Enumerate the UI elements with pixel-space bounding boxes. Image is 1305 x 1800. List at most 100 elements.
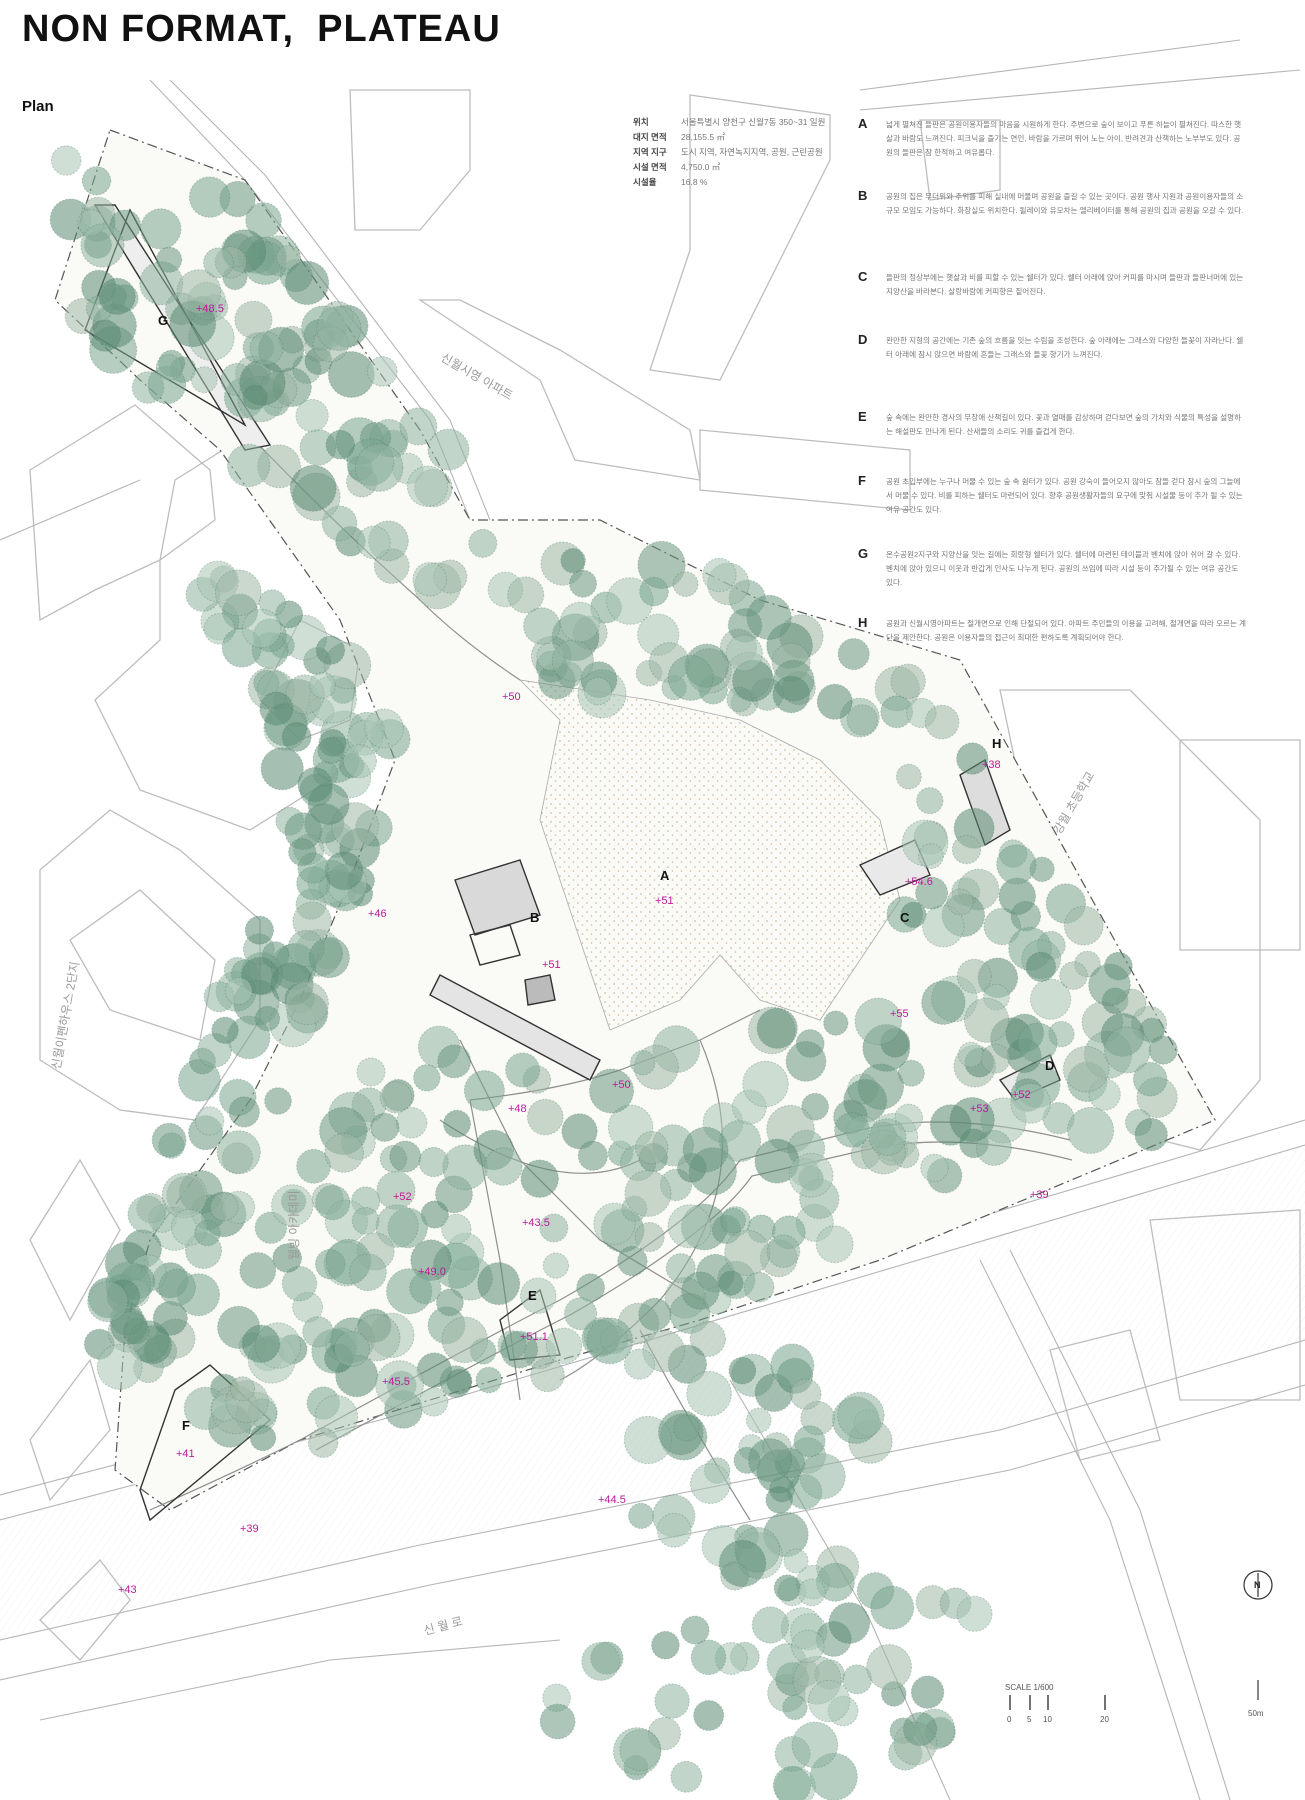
tree-canopy bbox=[276, 244, 302, 270]
tree-canopy bbox=[302, 1316, 334, 1348]
tree-canopy bbox=[285, 981, 329, 1026]
tree-canopy bbox=[259, 691, 294, 726]
tree-canopy bbox=[921, 980, 966, 1025]
tree-canopy bbox=[564, 1297, 598, 1331]
scale-tick-label: 5 bbox=[1027, 1715, 1032, 1724]
north-arrow bbox=[1243, 1570, 1273, 1700]
tree-canopy bbox=[284, 260, 330, 306]
tree-canopy bbox=[783, 1548, 809, 1574]
tree-canopy bbox=[957, 1041, 984, 1068]
tree-canopy bbox=[956, 1595, 993, 1632]
tree-canopy bbox=[617, 1245, 648, 1277]
tree-canopy bbox=[773, 1574, 801, 1602]
tree-canopy bbox=[922, 905, 965, 948]
elevation-label: +53 bbox=[970, 1103, 989, 1115]
tree-canopy bbox=[801, 1092, 829, 1121]
tree-canopy bbox=[1059, 961, 1088, 990]
tree-canopy bbox=[413, 1064, 441, 1092]
tree-canopy bbox=[743, 1271, 775, 1303]
tree-canopy bbox=[667, 654, 714, 701]
tree-canopy bbox=[309, 671, 336, 699]
tree-canopy bbox=[815, 1562, 855, 1602]
tree-canopy bbox=[542, 1252, 570, 1279]
tree-canopy bbox=[272, 1243, 303, 1273]
zone-letter: C bbox=[900, 910, 910, 925]
tree-canopy bbox=[1088, 963, 1131, 1007]
tree-canopy bbox=[1103, 1026, 1151, 1074]
tree-canopy bbox=[770, 1343, 815, 1388]
elevation-label: +48 bbox=[508, 1103, 527, 1115]
tree-canopy bbox=[436, 1288, 464, 1317]
tree-canopy bbox=[88, 319, 122, 352]
tree-canopy bbox=[639, 576, 669, 607]
tree-canopy bbox=[1148, 1035, 1178, 1065]
tree-canopy bbox=[728, 1356, 757, 1385]
tree-canopy bbox=[634, 1222, 665, 1252]
zone-elevation: +52 bbox=[1012, 1089, 1031, 1101]
tree-canopy bbox=[324, 1132, 365, 1173]
tree-canopy bbox=[446, 1368, 473, 1395]
tree-canopy bbox=[782, 1694, 808, 1721]
tree-canopy bbox=[281, 1265, 318, 1302]
tree-canopy bbox=[203, 247, 234, 279]
tree-canopy bbox=[1132, 1061, 1168, 1097]
tree-canopy bbox=[790, 1378, 822, 1410]
zone-elevation: +54.6 bbox=[905, 876, 933, 888]
tree-canopy bbox=[98, 277, 136, 315]
tree-canopy bbox=[980, 1043, 1011, 1074]
scale-bar bbox=[1009, 1695, 1106, 1710]
tree-canopy bbox=[375, 1360, 425, 1410]
tree-canopy bbox=[690, 1639, 727, 1676]
tree-canopy bbox=[560, 547, 586, 574]
tree-canopy bbox=[689, 1320, 726, 1358]
tree-canopy bbox=[725, 634, 763, 672]
tree-canopy bbox=[224, 977, 253, 1006]
tree-canopy bbox=[807, 1679, 851, 1723]
tree-canopy bbox=[718, 1539, 767, 1588]
tree-canopy bbox=[870, 1585, 915, 1630]
zone-elevation: +41 bbox=[176, 1448, 195, 1460]
tree-canopy bbox=[254, 1005, 281, 1032]
tree-canopy bbox=[903, 1711, 938, 1747]
tree-canopy bbox=[463, 1070, 505, 1112]
tree-canopy bbox=[656, 1512, 692, 1548]
tree-canopy bbox=[245, 202, 282, 239]
tree-canopy bbox=[785, 1041, 827, 1082]
tree-canopy bbox=[234, 300, 273, 339]
tree-canopy bbox=[249, 1424, 277, 1452]
tree-canopy bbox=[520, 1159, 559, 1198]
place-label: 신월이펜하우스 2단지 bbox=[49, 960, 82, 1070]
tree-canopy bbox=[351, 1206, 380, 1235]
tree-canopy bbox=[690, 1463, 731, 1504]
tree-canopy bbox=[258, 589, 286, 617]
tree-canopy bbox=[1063, 905, 1104, 946]
tree-canopy bbox=[409, 1271, 442, 1305]
tree-canopy bbox=[356, 1057, 386, 1087]
tree-canopy bbox=[894, 1103, 924, 1133]
tree-canopy bbox=[399, 407, 438, 446]
tree-canopy bbox=[799, 1453, 846, 1500]
place-label: 신월시영 아파트 bbox=[439, 350, 516, 402]
zone-elevation: +51 bbox=[655, 895, 674, 907]
elevation-label: +55 bbox=[890, 1008, 909, 1020]
tree-canopy bbox=[964, 997, 1010, 1043]
tree-canopy bbox=[949, 1097, 995, 1143]
elevation-label: +39 bbox=[1030, 1189, 1049, 1201]
tree-canopy bbox=[406, 465, 449, 507]
tree-canopy bbox=[1134, 1117, 1168, 1152]
tree-canopy bbox=[797, 1578, 826, 1607]
zone-letter: B bbox=[530, 910, 539, 925]
tree-canopy bbox=[244, 915, 274, 945]
plan-subtitle: Plan bbox=[22, 98, 54, 115]
tree-canopy bbox=[823, 1010, 849, 1036]
tree-canopy bbox=[956, 958, 992, 994]
tree-canopy bbox=[910, 1675, 945, 1709]
scale-tick-label: 0 bbox=[1007, 1715, 1012, 1724]
tree-canopy bbox=[228, 1096, 260, 1128]
zone-elevation: +51.1 bbox=[520, 1331, 548, 1343]
tree-canopy bbox=[443, 1109, 471, 1138]
tree-canopy bbox=[628, 1502, 655, 1530]
